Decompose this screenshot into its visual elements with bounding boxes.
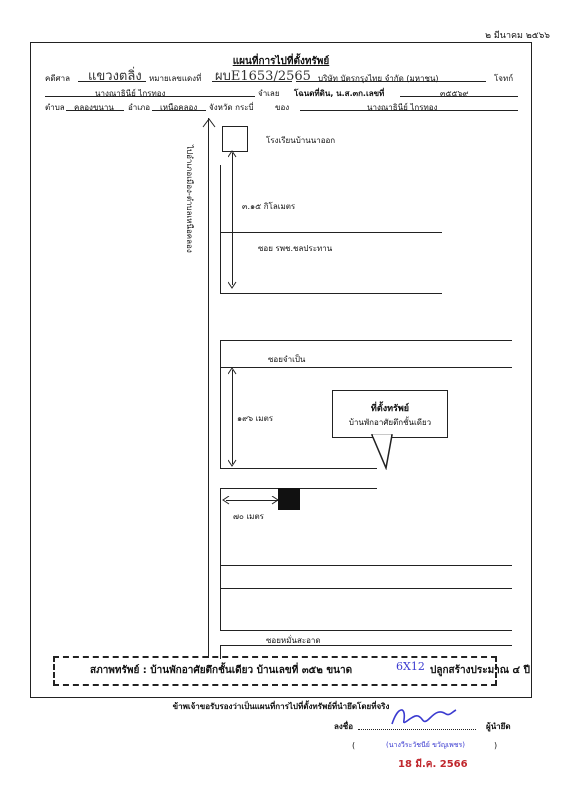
defendant-name: นางณาธินีย์ ไกรทอง (95, 89, 166, 98)
arrow-up-icon (228, 150, 237, 158)
main-road-right-edge (220, 165, 221, 293)
district-label: อำเภอ (128, 103, 151, 112)
soi-3-label: ซอยหมั่นสะอาด (266, 636, 321, 645)
school-label: โรงเรียนบ้านนาออก (266, 136, 336, 145)
map-frame (30, 42, 532, 698)
subdistrict-label: ตำบล (45, 103, 65, 112)
soi-2-label: ซอยจำเป็น (268, 355, 306, 364)
defendant-role: จำเลย (258, 89, 280, 98)
plaintiff-name: บริษัท บัตรกรุงไทย จำกัด (มหาชน) (318, 74, 439, 83)
status-size: 6X12 (396, 660, 425, 673)
deed-value: ๓๕๕๖๙ (440, 89, 469, 98)
school-building (222, 126, 248, 152)
road-label: ไปอำเภอเมือง-ตำบลเหนือคลอง (185, 145, 194, 253)
subdistrict-value: คลองขนาน (74, 103, 114, 112)
arrow-left-icon (222, 496, 230, 505)
deed-label: โฉนดที่ดิน, น.ส.๓ก.เลขที่ (294, 89, 385, 98)
document-date: ๒ มีนาคม ๒๕๖๖ (485, 31, 550, 41)
plaintiff-role: โจทก์ (494, 74, 514, 83)
distance-label-3: ๗๐ เมตร (233, 512, 264, 521)
callout-pointer (370, 434, 393, 470)
signature-mark (391, 709, 457, 725)
sign-role: ผู้นำยึด (486, 722, 511, 731)
certification-text: ข้าพเจ้าขอรับรองว่าเป็นแผนที่การไปที่ตั้… (172, 702, 390, 711)
distance-label-1: ๓.๑๕ กิโลเมตร (242, 202, 296, 211)
case-label: หมายเลขแดงที่ (149, 74, 202, 83)
main-road-left-edge (208, 118, 209, 658)
property-marker (278, 488, 300, 510)
arrow-up-icon (228, 367, 237, 375)
arrow-down-icon (228, 281, 237, 289)
status-suffix: ปลูกสร้างประมาณ ๔ ปี (430, 665, 530, 676)
arrow-down-icon (228, 459, 237, 467)
court-value: แขวงตลิ่ง (88, 69, 142, 84)
owner-label: ของ (275, 103, 290, 112)
property-status-box (53, 656, 497, 686)
distance-label-2: ๑๙๖ เมตร (237, 414, 274, 423)
arrow-right-icon (271, 496, 279, 505)
signer-name: (นางวีระวัชนีย์ ขวัญเพชร) (386, 741, 466, 749)
sign-label: ลงชื่อ (334, 722, 354, 731)
callout-title: ที่ตั้งทรัพย์ (370, 404, 410, 414)
province-label: จังหวัด กระบี่ (209, 103, 254, 112)
callout-subtitle: บ้านพักอาศัยตึกชั้นเดียว (348, 418, 432, 427)
arrow-up-icon (202, 118, 216, 128)
property-callout: ที่ตั้งทรัพย์ บ้านพักอาศัยตึกชั้นเดียว (332, 390, 448, 438)
owner-value: นางณาธินีย์ ไกรทอง (367, 103, 438, 112)
case-value: ผบE1653/2565 (215, 69, 311, 84)
soi-1-label: ซอย รพช.ชลประทาน (258, 244, 333, 253)
page-title: แผนที่การไปที่ตั้งทรัพย์ (232, 56, 330, 67)
status-prefix: สภาพทรัพย์ : บ้านพักอาศัยตึกชั้นเดียว บ้… (90, 665, 353, 676)
court-label: คดีศาล (45, 74, 71, 83)
district-value: เหนือคลอง (160, 103, 198, 112)
received-date-stamp: 18 มี.ค. 2566 (398, 759, 468, 770)
